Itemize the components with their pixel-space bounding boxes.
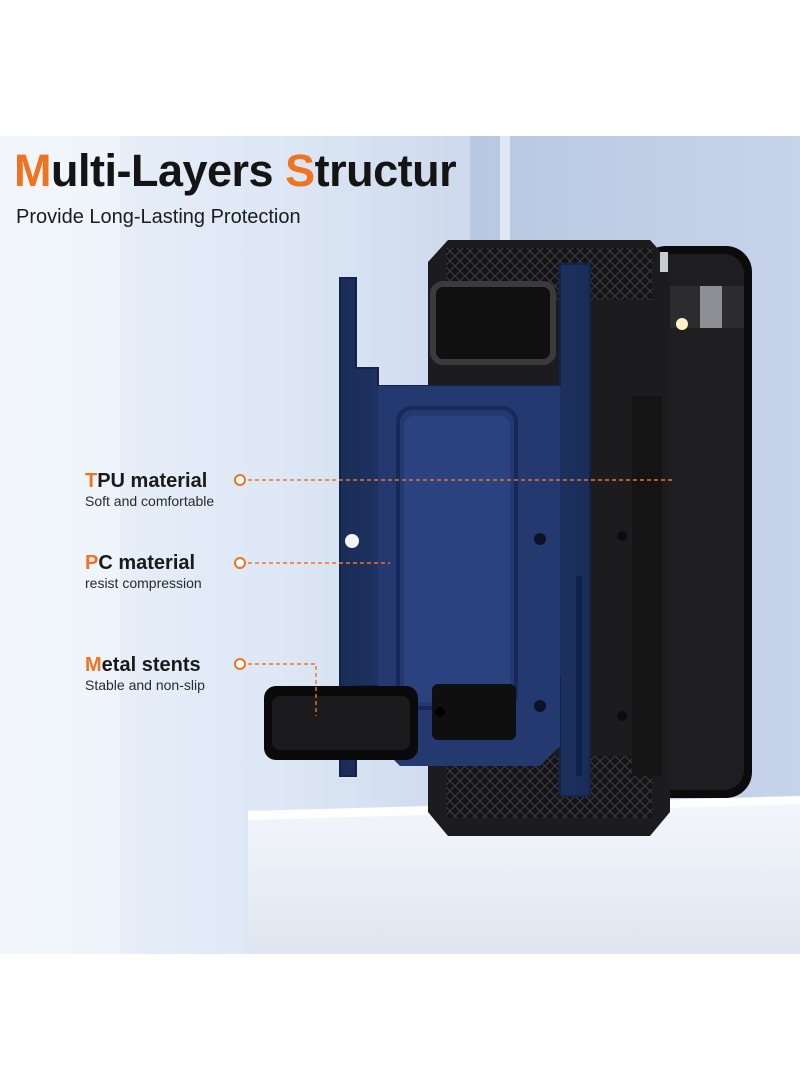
- metal-accent: [660, 252, 668, 272]
- metal-kickstand: [264, 684, 516, 760]
- flash-icon: [676, 318, 688, 330]
- layer-label-pc: PC material resist compression: [85, 552, 202, 592]
- layer-title: TPU material: [85, 470, 214, 492]
- subtitle: Provide Long-Lasting Protection: [16, 206, 301, 228]
- metal-callout-line: [248, 663, 317, 716]
- headline-accent-letter: M: [14, 145, 52, 196]
- layer-title: Metal stents: [85, 654, 205, 676]
- screw-hole: [345, 534, 359, 548]
- metal-callout-dot: [234, 658, 246, 670]
- headline-text: tructur: [314, 145, 457, 196]
- layer-title-text: C material: [98, 552, 196, 574]
- pc-case-layer: [339, 263, 627, 797]
- product-illustration: [0, 136, 800, 954]
- layer-title-accent: T: [85, 470, 98, 492]
- callout-lines: [248, 479, 675, 716]
- layer-title-text: etal stents: [101, 654, 201, 676]
- camera-cutout: [430, 281, 556, 365]
- tpu-callout-dot: [234, 474, 246, 486]
- layer-description: Stable and non-slip: [85, 677, 205, 693]
- headline-text: ulti-Layers: [51, 145, 286, 196]
- screw-hole: [534, 533, 546, 545]
- product-scene: [0, 136, 800, 954]
- screw-hole: [534, 700, 546, 712]
- pedestal: [248, 796, 800, 954]
- pc-callout-dot: [234, 557, 246, 569]
- layer-title-text: PU material: [97, 470, 208, 492]
- screw-hole: [435, 707, 445, 717]
- layer-label-tpu: TPU material Soft and comfortable: [85, 470, 214, 510]
- layer-title: PC material: [85, 552, 202, 574]
- screw-hole: [617, 711, 627, 721]
- rail: [576, 576, 582, 776]
- layer-description: Soft and comfortable: [85, 493, 215, 509]
- layer-description: resist compression: [85, 575, 202, 591]
- grip-texture-bottom: [446, 756, 652, 818]
- layer-label-metal: Metal stents Stable and non-slip: [85, 654, 205, 694]
- headline: Multi-Layers Structur: [14, 145, 457, 196]
- headline-accent-letter: S: [285, 145, 315, 196]
- screw-hole: [617, 531, 627, 541]
- camera-bar-metal: [700, 286, 722, 328]
- layer-title-accent: M: [85, 654, 102, 676]
- light-panel: [0, 136, 120, 954]
- layer-title-accent: P: [85, 552, 99, 574]
